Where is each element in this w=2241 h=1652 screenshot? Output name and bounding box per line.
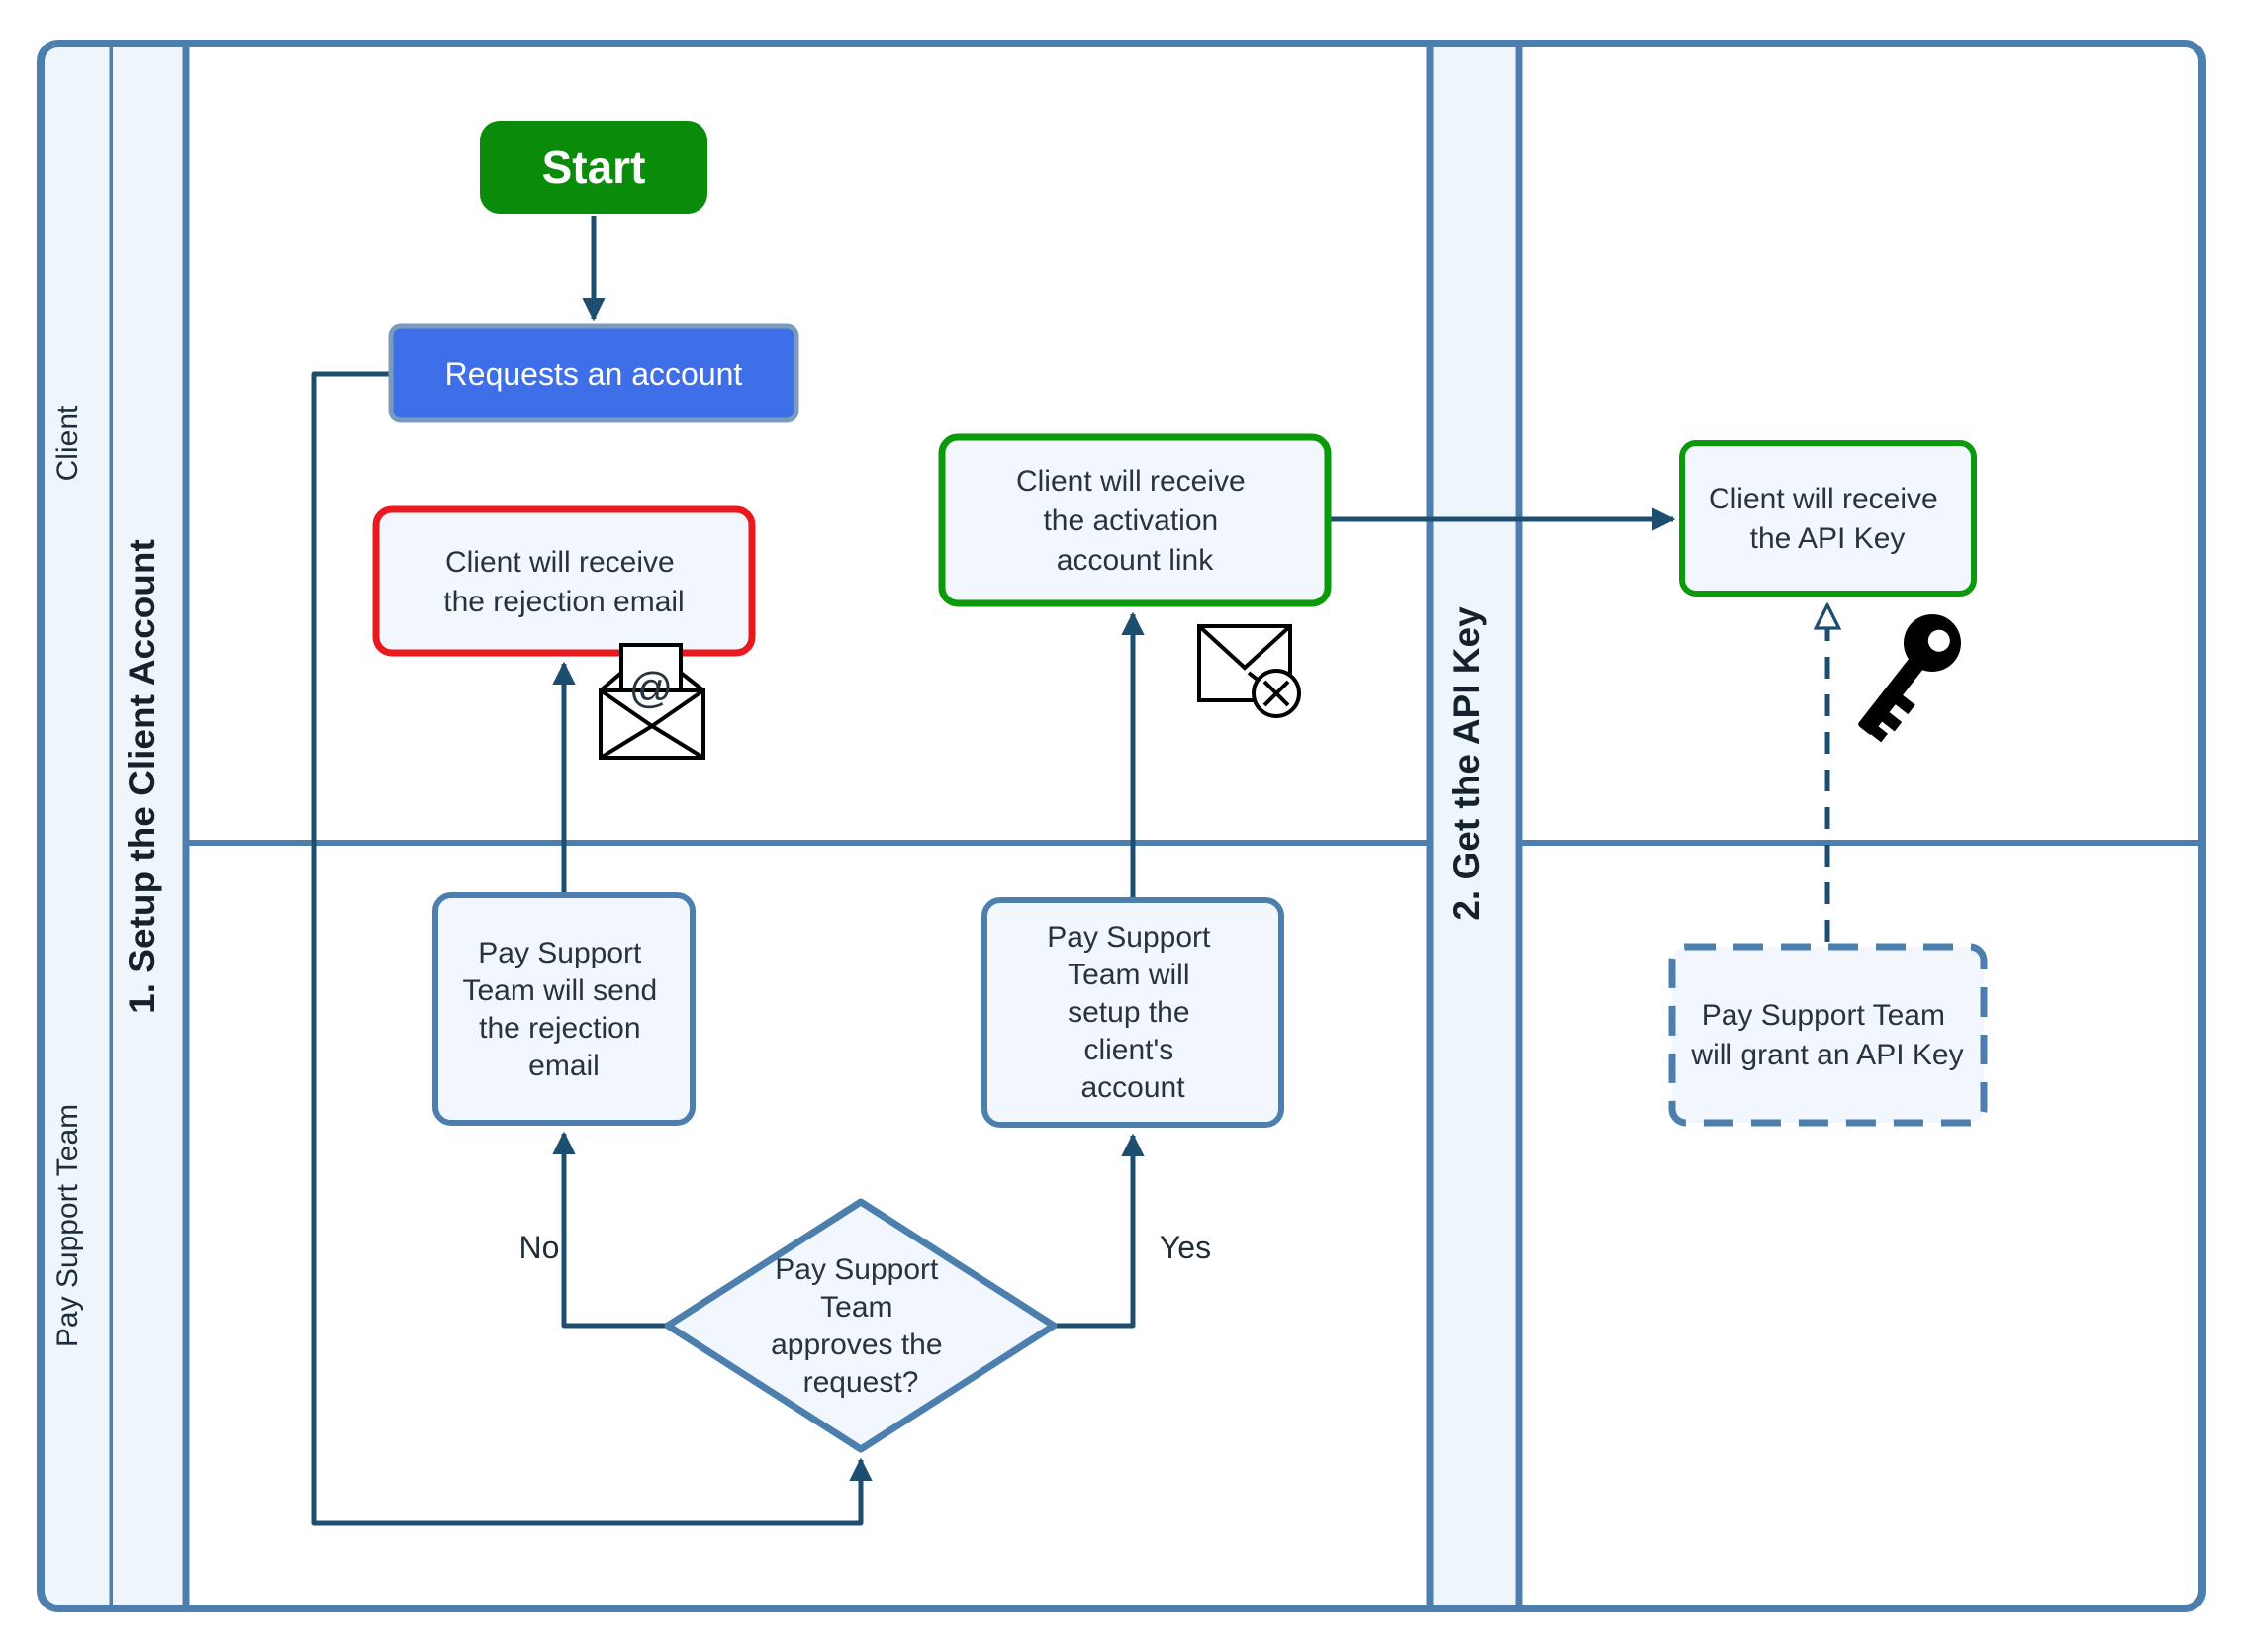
- phase-label-setup-client-account: 1. Setup the Client Account: [122, 539, 162, 1014]
- edge-decision-yes: [1054, 1133, 1145, 1329]
- edge-label-yes: Yes: [1160, 1230, 1211, 1265]
- lane-label-client: Client: [51, 405, 84, 481]
- at-symbol: @: [629, 664, 674, 712]
- node-approval-decision-label: Pay Support Team approves the request?: [771, 1253, 951, 1399]
- node-team-send-rejection[interactable]: Pay Support Team will send the rejection…: [432, 892, 696, 1126]
- node-client-api-key[interactable]: Client will receive the API Key: [1679, 440, 1977, 597]
- node-client-api-key-label: Client will receive the API Key: [1709, 483, 1946, 555]
- phase-band-setup-client-account: [113, 46, 190, 1606]
- edge-decision-no: [552, 1131, 668, 1329]
- node-requests-account-label: Requests an account: [445, 356, 743, 392]
- phase-band-get-api-key: [1426, 46, 1523, 1606]
- node-client-activation-link[interactable]: Client will receive the activation accou…: [938, 433, 1332, 607]
- phase1-band-fill: [113, 46, 186, 1606]
- pool-background: [41, 44, 2202, 1608]
- node-requests-account[interactable]: Requests an account: [388, 323, 799, 423]
- node-approval-decision[interactable]: Pay Support Team approves the request?: [664, 1198, 1058, 1453]
- lane-label-column: [43, 46, 113, 1606]
- node-client-rejection-email-label: Client will receive the rejection email: [443, 546, 684, 618]
- node-team-send-rejection-label: Pay Support Team will send the rejection…: [462, 937, 665, 1082]
- edge-request-to-decision-loop: [311, 371, 873, 1526]
- edge-label-no: No: [519, 1230, 560, 1265]
- node-client-rejection-email[interactable]: Client will receive the rejection email: [372, 505, 756, 657]
- node-start-label: Start: [542, 141, 646, 193]
- phase2-band-fill: [1430, 46, 1519, 1606]
- open-envelope-at-icon: @: [599, 643, 705, 760]
- node-client-activation-link-label: Client will receive the activation accou…: [1016, 465, 1254, 577]
- phase-label-get-api-key: 2. Get the API Key: [1447, 606, 1487, 921]
- lane-label-pay-support-team: Pay Support Team: [51, 1104, 84, 1347]
- node-team-grant-api-key[interactable]: Pay Support Team will grant an API Key: [1668, 943, 1988, 1127]
- node-start[interactable]: Start: [480, 121, 707, 214]
- key-icon: [1858, 614, 1961, 743]
- pool-border: [37, 40, 2206, 1612]
- envelope-dispatch-icon: [1197, 624, 1301, 718]
- node-team-grant-api-key-label: Pay Support Team will grant an API Key: [1690, 999, 1963, 1071]
- node-team-setup-account[interactable]: Pay Support Team will setup the client's…: [981, 897, 1284, 1128]
- node-team-setup-account-label: Pay Support Team will setup the client's…: [1047, 921, 1218, 1104]
